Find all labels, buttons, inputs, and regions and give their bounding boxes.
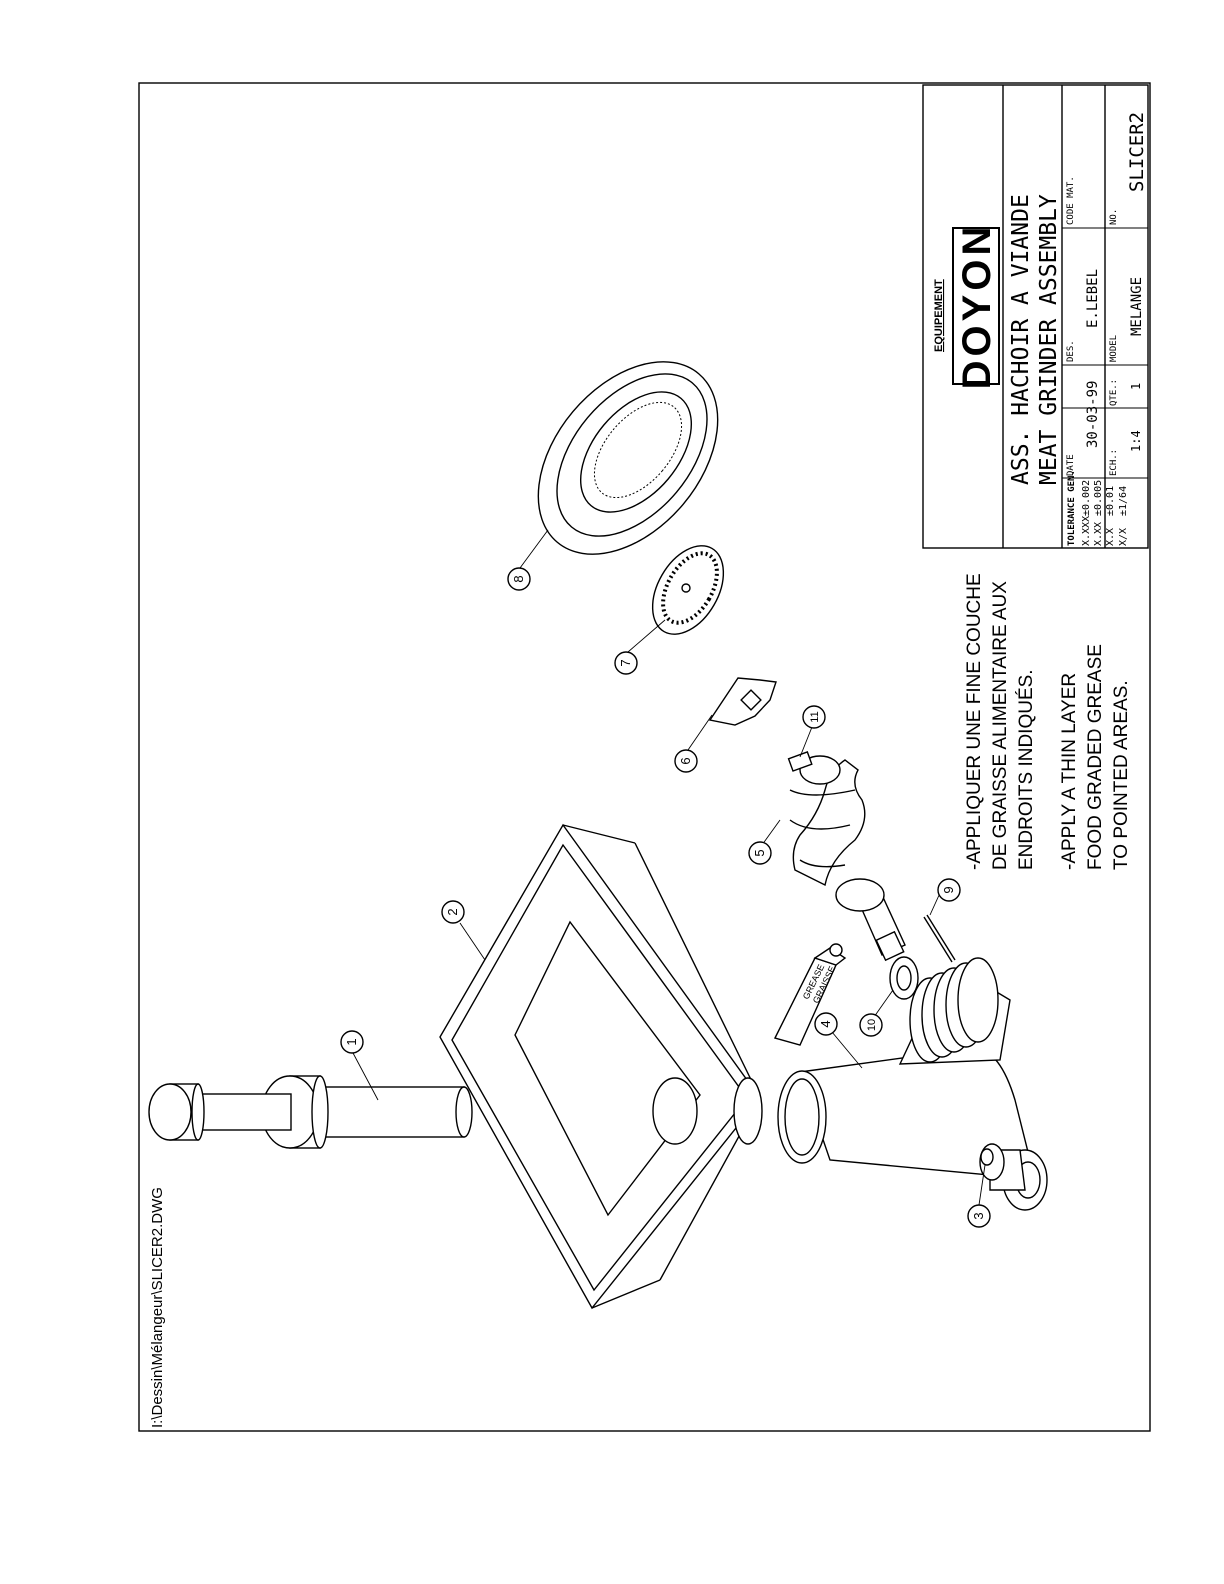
balloon-4: 4: [814, 1012, 838, 1036]
title-en: MEAT GRINDER ASSEMBLY: [1036, 194, 1062, 485]
part-7-plate: [651, 545, 725, 635]
balloon-5: 5: [748, 841, 772, 865]
title-fr: ASS. HACHOIR A VIANDE: [1008, 194, 1034, 485]
svg-text:11: 11: [809, 711, 821, 722]
note-en-line-2: FOOD GRADED GREASE: [1085, 644, 1106, 870]
part-10-washer: [889, 956, 919, 1000]
tolerance-val-0: ±0.002: [1081, 480, 1092, 516]
svg-text:7: 7: [618, 659, 633, 666]
balloon-6: 6: [674, 749, 698, 773]
balloon-10: 10: [859, 1013, 883, 1037]
des-value: E.LEBEL: [1085, 269, 1101, 328]
code-label: CODE MAT.: [1066, 176, 1076, 225]
note-fr-line-2: DE GRAISSE ALIMENTAIRE AUX: [990, 581, 1011, 870]
title-block: EQUIPEMENT DOYON ASS. HACHOIR A VIANDE M…: [922, 84, 1149, 549]
note-en-line-1: -APPLY A THIN LAYER: [1059, 673, 1080, 870]
balloon-1: 1: [340, 1030, 364, 1054]
balloon-11: 11: [802, 705, 826, 729]
svg-text:3: 3: [971, 1212, 986, 1219]
svg-text:5: 5: [752, 849, 767, 856]
svg-text:1: 1: [344, 1038, 359, 1045]
svg-text:10: 10: [866, 1019, 878, 1031]
part-1-pusher: [148, 1075, 473, 1149]
svg-text:DOYON: DOYON: [955, 223, 999, 390]
part-6-knife: [708, 677, 777, 726]
note-en-line-3: TO POINTED AREAS.: [1111, 680, 1132, 870]
part-8-ring: [537, 361, 719, 555]
svg-text:8: 8: [511, 575, 526, 582]
grease-notes: -APPLIQUER UNE FINE COUCHE DE GRAISSE AL…: [964, 573, 1132, 870]
tolerance-val-2: ±0.01: [1105, 486, 1116, 516]
ech-value: 1:4: [1129, 430, 1143, 452]
part-3-lock-screw: [980, 1148, 994, 1166]
qte-label: QTE.:: [1109, 379, 1119, 406]
balloon-3: 3: [967, 1204, 991, 1228]
part-9-pin: [923, 914, 956, 963]
tolerance-fmt-2: X.X: [1105, 528, 1116, 546]
ech-label: ECH.:: [1109, 449, 1119, 476]
svg-text:2: 2: [445, 908, 460, 915]
leader-lines: [352, 529, 986, 1206]
tolerance-fmt-3: X/X: [1118, 528, 1129, 546]
svg-text:4: 4: [818, 1020, 833, 1027]
company-logo: DOYON: [952, 223, 1000, 390]
tolerance-fmt-1: X.XX: [1093, 522, 1104, 546]
tolerance-label: TOLERANCE GEN.: [1067, 470, 1077, 546]
svg-text:9: 9: [941, 886, 956, 893]
part-4-grinder-body: [777, 957, 1048, 1211]
balloon-9: 9: [937, 878, 961, 902]
date-value: 30-03-99: [1085, 381, 1101, 448]
svg-text:6: 6: [678, 757, 693, 764]
model-label: MODEL: [1109, 335, 1119, 362]
balloon-8: 8: [507, 567, 531, 591]
balloon-7: 7: [614, 651, 638, 675]
no-label: NO.: [1109, 209, 1119, 225]
qte-value: 1: [1129, 383, 1143, 390]
note-fr-line-1: -APPLIQUER UNE FINE COUCHE: [964, 573, 985, 870]
grease-tube: GREASE GRAISSE: [773, 943, 847, 1046]
sheet-border: [138, 82, 1151, 1432]
tolerance-val-3: ±1/64: [1118, 486, 1129, 516]
part-5-worm-screw: [787, 751, 906, 962]
note-fr-line-3: ENDROITS INDIQUÉS.: [1016, 669, 1037, 870]
balloon-2: 2: [441, 900, 465, 924]
model-value: MELANGE: [1129, 277, 1145, 336]
des-label: DES.: [1066, 340, 1076, 362]
part-2-tray: [439, 823, 763, 1310]
worm-threads: [909, 957, 999, 1063]
tolerance-val-1: ±0.005: [1093, 480, 1104, 516]
no-value: SLICER2: [1126, 112, 1148, 192]
file-path: I:\Dessin\Mélangeur\SLICER2.DWG: [149, 1187, 166, 1428]
tolerance-fmt-0: X.XXX: [1081, 516, 1092, 546]
date-label: DATE: [1066, 454, 1076, 476]
company-small: EQUIPEMENT: [933, 279, 945, 352]
